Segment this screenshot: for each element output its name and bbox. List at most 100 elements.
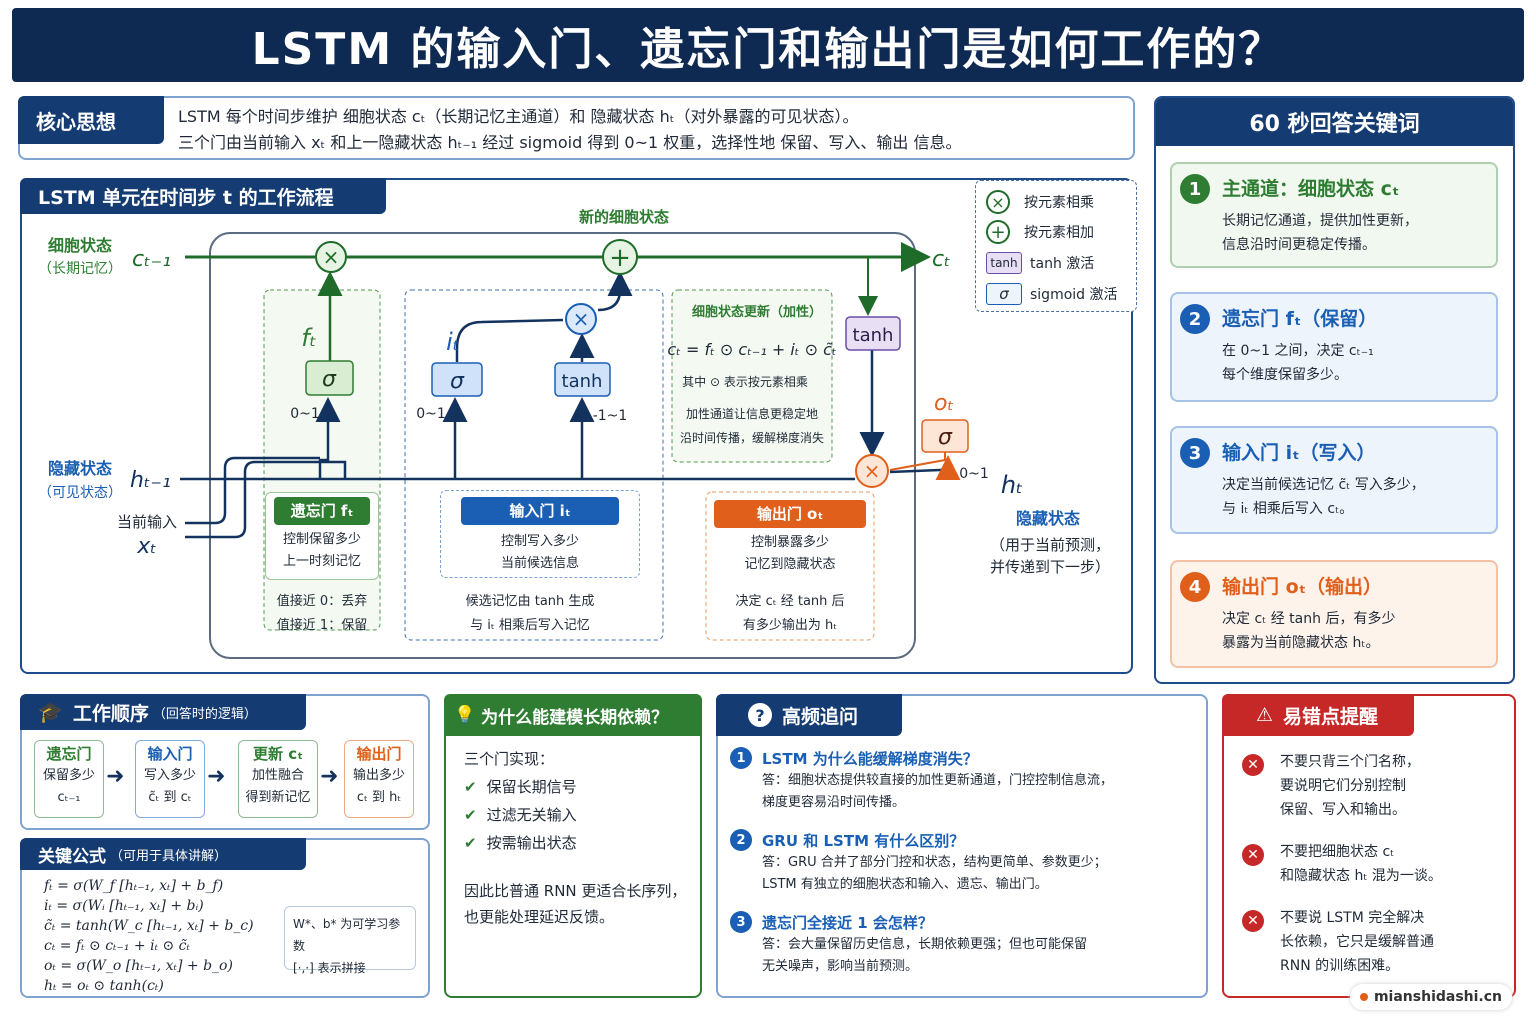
formula-line: c̃ₜ = tanh(W_c [hₜ₋₁, xₜ] + b_c): [44, 918, 254, 934]
why-panel: 💡为什么能建模长期依赖？ 三个门实现： ✔保留长期信号✔过滤无关输入✔按需输出状…: [444, 694, 702, 998]
check-icon: ✔: [464, 806, 477, 824]
why-item: ✔保留长期信号: [464, 774, 686, 800]
legend-mul: 按元素相乘: [1024, 195, 1094, 211]
h-t-name: 隐藏状态: [1016, 509, 1080, 528]
arrow-right-icon: ➜: [106, 764, 125, 789]
output-mul-op: ×: [855, 454, 889, 488]
input-sigma-box: σ: [431, 362, 483, 397]
keyword-title: 遗忘门 fₜ（保留）: [1222, 308, 1378, 330]
mul-to-add: [597, 271, 633, 312]
order-tab: 🎓工作顺序（回答时的逻辑）: [20, 694, 306, 730]
why-tab: 💡为什么能建模长期依赖？: [444, 694, 702, 736]
question-icon: ?: [748, 703, 772, 727]
order-step-title: 输出门: [356, 745, 402, 763]
forget-mul-op: ×: [315, 241, 347, 273]
why-tab-label: 为什么能建模长期依赖？: [481, 707, 669, 728]
keyword-title: 主通道：细胞状态 cₜ: [1222, 178, 1400, 200]
x-t-label: xₜ: [136, 534, 157, 559]
i-t-label: iₜ: [446, 328, 460, 356]
x-circle-icon: ✕: [1242, 910, 1264, 932]
pitfall-item: ✕不要只背三个门名称，要说明它们分别控制保留、写入和输出。: [1242, 750, 1504, 822]
input-mul-op: ×: [565, 303, 597, 335]
why-item-text: 按需输出状态: [486, 834, 577, 852]
forget-gate-title: 遗忘门 fₜ: [274, 497, 370, 525]
output-region: [705, 491, 875, 641]
pitfall-line: 不要只背三个门名称，: [1280, 754, 1420, 770]
keyword-desc-1: 长期记忆通道，提供加性更新，: [1222, 213, 1418, 229]
keyword-number: 3: [1180, 438, 1210, 468]
formula-notes: W*、b* 为可学习参数 [·,·] 表示拼接: [284, 906, 416, 975]
x-line-2: [185, 460, 347, 539]
faq-number: 1: [730, 747, 752, 769]
input-label: 当前输入: [117, 513, 177, 531]
update-title: 细胞状态更新（加性）: [692, 304, 822, 320]
order-step-title: 遗忘门: [46, 745, 92, 763]
input-desc-2: 当前候选信息: [500, 556, 579, 571]
pitfalls-tab: ⚠易错点提醒: [1222, 694, 1414, 736]
cell-state-label: 细胞状态: [48, 236, 112, 255]
svg-text:×: ×: [864, 459, 881, 483]
add-icon: +: [986, 220, 1010, 244]
lstm-cell-boundary: [209, 232, 916, 659]
lightbulb-icon: 💡: [454, 705, 476, 725]
new-cell-label: 新的细胞状态: [579, 208, 669, 226]
forget-note-1: 值接近 0：丢弃: [276, 594, 368, 609]
tanh-range: -1~1: [593, 408, 628, 424]
order-step-b: cₜ₋₁: [57, 790, 81, 805]
h-t-desc-2: 并传递到下一步）: [990, 558, 1110, 576]
why-item: ✔ 按需输出状态: [464, 830, 686, 856]
keyword-desc-1: 决定当前候选记忆 c̃ₜ 写入多少，: [1222, 477, 1425, 493]
x-circle-icon: ✕: [1242, 754, 1264, 776]
c-t-label: cₜ: [932, 247, 951, 272]
keyword-card: 3 输入门 iₜ（写入） 决定当前候选记忆 c̃ₜ 写入多少， 与 iₜ 相乘后写入 …: [1170, 426, 1498, 534]
keyword-title: 输入门 iₜ（写入）: [1222, 442, 1376, 464]
arrow-right-icon: ➜: [207, 764, 226, 789]
input-region: [404, 289, 664, 641]
output-desc-2: 记忆到隐藏状态: [744, 557, 836, 572]
keyword-number: 2: [1180, 304, 1210, 334]
hidden-state-sub: （可见状态）: [38, 485, 122, 501]
forget-gate-card: 遗忘门 fₜ 控制保留多少上一时刻记忆: [265, 492, 379, 580]
pitfalls-panel: ⚠易错点提醒 ✕不要只背三个门名称，要说明它们分别控制保留、写入和输出。✕不要把…: [1222, 694, 1516, 998]
sigma-legend-icon: σ: [986, 283, 1022, 305]
cell-state-sub: （长期记忆）: [38, 261, 122, 277]
pitfall-line: 不要把细胞状态 cₜ: [1280, 844, 1395, 860]
update-note-3: 沿时间传播，缓解梯度消失: [680, 430, 824, 445]
update-region: [671, 289, 833, 463]
pitfall-line: 长依赖，它只是缓解普通: [1280, 934, 1434, 950]
output-sigma-text: σ: [938, 425, 953, 450]
update-note-1: 其中 ⊙ 表示按元素相乘: [682, 374, 808, 389]
tanh-legend-icon: tanh: [986, 252, 1022, 274]
why-conclusion-1: 因此比普通 RNN 更适合长序列，: [464, 882, 687, 900]
order-tab-sub: （回答时的逻辑）: [152, 706, 257, 722]
keyword-desc-2: 每个维度保留多少。: [1222, 367, 1348, 383]
order-step-b: c̃ₜ 到 cₜ: [148, 790, 192, 805]
input-tanh-text: tanh: [562, 371, 603, 392]
output-note-1: 决定 cₜ 经 tanh 后: [735, 594, 845, 609]
flow-panel: [20, 178, 1133, 674]
why-item-text: 过滤无关输入: [486, 806, 577, 824]
keyword-desc-2: 与 iₜ 相乘后写入 cₜ。: [1222, 501, 1354, 517]
check-icon: ✔: [464, 778, 477, 796]
check-icon: ✔: [464, 834, 477, 852]
input-note-2: 与 iₜ 相乘后写入记忆: [470, 618, 590, 633]
output-desc-1: 控制暴露多少: [750, 535, 829, 550]
legend-tanh: tanh 激活: [1030, 256, 1095, 272]
x-circle-icon: ✕: [1242, 844, 1264, 866]
formula-line: iₜ = σ(Wᵢ [hₜ₋₁, xₜ] + bᵢ): [44, 898, 204, 914]
svg-text:×: ×: [573, 307, 590, 331]
faq-answer-2: 无关噪声，影响当前预测。: [762, 959, 919, 974]
h-prev-label: hₜ₋₁: [130, 468, 171, 493]
core-line-1: LSTM 每个时间步维护 细胞状态 cₜ（长期记忆主通道）和 隐藏状态 hₜ（对…: [178, 107, 859, 126]
f-t-label: fₜ: [301, 324, 317, 352]
keyword-number: 1: [1180, 174, 1210, 204]
order-step-b: cₜ 到 hₜ: [356, 790, 402, 805]
flow-tab-label: LSTM 单元在时间步 t 的工作流程: [38, 186, 334, 209]
